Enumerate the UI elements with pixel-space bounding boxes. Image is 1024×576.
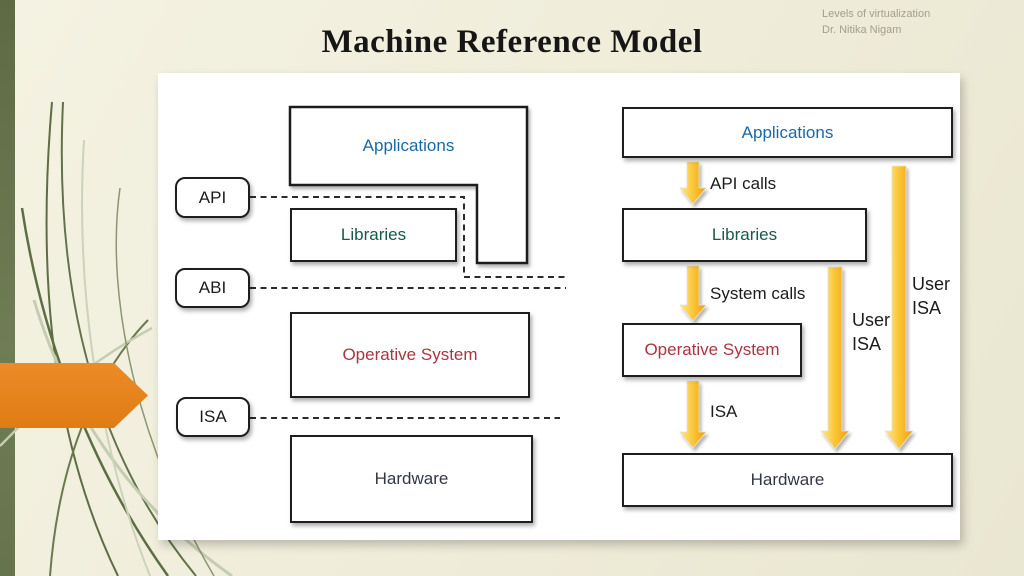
left-libraries-box: Libraries xyxy=(290,208,457,262)
slide-title: Machine Reference Model xyxy=(321,24,703,60)
system-calls-label: System calls xyxy=(710,284,806,303)
slide-meta-topic: Levels of virtualization xyxy=(822,8,931,20)
sidebar-accent-bar xyxy=(0,0,15,576)
user-isa-right-line1: User xyxy=(912,274,951,294)
left-operative-system-box: Operative System xyxy=(290,312,530,398)
user-isa-right-label: User ISA xyxy=(912,272,950,320)
left-applications-label: Applications xyxy=(362,136,455,155)
user-isa-right-line2: ISA xyxy=(912,298,942,318)
right-applications-box: Applications xyxy=(622,107,953,158)
right-hardware-box: Hardware xyxy=(622,453,953,507)
user-isa-mid-line1: User xyxy=(852,310,891,330)
slide-meta-author: Dr. Nitika Nigam xyxy=(822,24,902,36)
right-libraries-box: Libraries xyxy=(622,208,867,262)
user-isa-mid-label: User ISA xyxy=(852,308,890,356)
left-hardware-box: Hardware xyxy=(290,435,533,523)
right-operative-system-box: Operative System xyxy=(622,323,802,377)
abi-level-pill: ABI xyxy=(175,268,250,308)
api-level-pill: API xyxy=(175,177,250,218)
user-isa-mid-line2: ISA xyxy=(852,334,882,354)
isa-call-label: ISA xyxy=(710,402,738,421)
orange-arrow-decoration xyxy=(0,363,148,428)
api-calls-label: API calls xyxy=(710,174,777,193)
slide-meta: Levels of virtualization Dr. Nitika Niga… xyxy=(822,6,1012,38)
isa-level-pill: ISA xyxy=(176,397,250,437)
